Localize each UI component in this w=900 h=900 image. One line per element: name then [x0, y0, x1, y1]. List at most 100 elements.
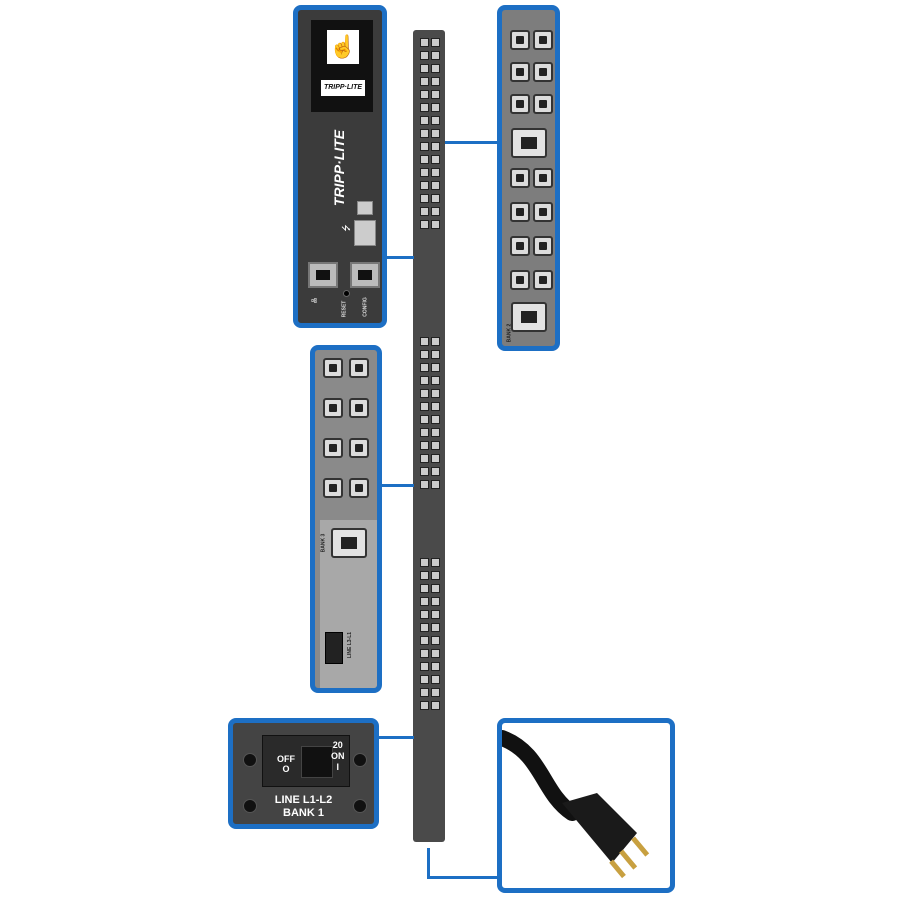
pdu-outlet: [431, 103, 440, 112]
pdu-outlet: [431, 454, 440, 463]
on-symbol: I: [336, 762, 339, 772]
pdu-outlet: [431, 181, 440, 190]
pdu-outlet: [420, 675, 429, 684]
c13-outlet: [323, 438, 343, 458]
pdu-outlet: [431, 129, 440, 138]
c13-outlet: [510, 30, 530, 50]
c13-outlet: [510, 202, 530, 222]
pdu-outlet: [420, 662, 429, 671]
pdu-outlet: [431, 64, 440, 73]
usb-icon: ⭍: [340, 224, 351, 232]
c13-outlet: [349, 438, 369, 458]
callout-line: [381, 484, 414, 487]
c13-outlet: [323, 358, 343, 378]
c13-outlet: [323, 398, 343, 418]
pdu-outlet: [420, 649, 429, 658]
pdu-outlet: [431, 38, 440, 47]
pdu-outlet: [420, 350, 429, 359]
pdu-outlet: [420, 467, 429, 476]
c13-outlet: [349, 358, 369, 378]
line-label: LINE L1-L2: [274, 794, 333, 806]
pdu-outlet: [420, 207, 429, 216]
off-symbol: O: [282, 764, 290, 774]
pdu-outlet: [420, 688, 429, 697]
on-label: ON: [331, 751, 345, 761]
pdu-outlet: [431, 636, 440, 645]
pdu-outlet: [420, 142, 429, 151]
c13-outlet: [533, 236, 553, 256]
pdu-outlet: [431, 662, 440, 671]
c13-outlet: [533, 30, 553, 50]
pdu-outlet: [420, 623, 429, 632]
c13-outlet: [323, 478, 343, 498]
pdu-outlet: [420, 454, 429, 463]
bank3-outlet-panel: BANK 3 LINE L3-L1: [310, 345, 382, 693]
pdu-outlet: [420, 441, 429, 450]
pdu-outlet: [431, 415, 440, 424]
pdu-outlet: [420, 155, 429, 164]
screw-icon: [243, 799, 257, 813]
pdu-outlet: [431, 376, 440, 385]
pdu-outlet: [431, 207, 440, 216]
pdu-outlet: [420, 129, 429, 138]
pdu-outlet: [431, 701, 440, 710]
pdu-outlet: [431, 467, 440, 476]
c13-outlet: [533, 202, 553, 222]
power-plug-image: [502, 730, 650, 879]
pdu-outlet: [420, 610, 429, 619]
off-label: OFF: [277, 754, 295, 764]
touch-hand-icon: ☝: [327, 30, 359, 64]
callout-line: [445, 141, 498, 144]
pdu-outlet: [431, 649, 440, 658]
pdu-outlet: [431, 168, 440, 177]
pdu-outlet: [431, 350, 440, 359]
network-port[interactable]: [308, 262, 338, 288]
c13-outlet: [533, 94, 553, 114]
pdu-outlet: [420, 64, 429, 73]
c13-outlet: [349, 398, 369, 418]
reset-label: RESET: [341, 300, 348, 318]
pdu-outlet: [431, 428, 440, 437]
pdu-outlet: [431, 623, 440, 632]
pdu-outlet: [420, 90, 429, 99]
pdu-outlet: [420, 38, 429, 47]
config-label: CONFIG: [362, 297, 369, 317]
pdu-outlet: [431, 675, 440, 684]
network-icon: 品: [312, 297, 319, 304]
pdu-outlet: [420, 363, 429, 372]
pdu-outlet: [420, 77, 429, 86]
pdu-outlet: [420, 220, 429, 229]
pdu-outlet: [420, 337, 429, 346]
pdu-outlet: [420, 415, 429, 424]
c13-outlet: [533, 168, 553, 188]
bank3-breaker-switch[interactable]: [325, 632, 343, 664]
display-logo: TRIPP·LITE: [321, 80, 365, 96]
config-port[interactable]: [350, 262, 380, 288]
pdu-outlet: [420, 597, 429, 606]
bank-label: BANK 1: [283, 807, 324, 819]
breaker-switch[interactable]: [301, 746, 333, 778]
reset-button[interactable]: [343, 290, 350, 297]
pdu-outlet: [431, 402, 440, 411]
callout-line: [386, 256, 414, 259]
c19-outlet: [331, 528, 367, 558]
screw-icon: [353, 799, 367, 813]
bank-label: BANK 3: [320, 533, 327, 553]
power-plug-panel: [497, 718, 675, 893]
pdu-outlet: [420, 376, 429, 385]
c13-outlet: [533, 62, 553, 82]
screw-icon: [353, 753, 367, 767]
pdu-outlet: [431, 142, 440, 151]
c19-outlet: [511, 128, 547, 158]
controller-panel: ☝ TRIPP·LITE TRIPP·LITE ⭍ 品 RESET CONFIG: [293, 5, 387, 328]
usb-b-port[interactable]: [357, 201, 373, 215]
c13-outlet: [510, 168, 530, 188]
pdu-outlet: [420, 116, 429, 125]
usb-a-ports[interactable]: [354, 220, 376, 246]
pdu-outlet: [431, 337, 440, 346]
callout-line: [427, 876, 498, 879]
pdu-outlet: [420, 168, 429, 177]
pdu-outlet: [420, 428, 429, 437]
pdu-outlet: [431, 155, 440, 164]
